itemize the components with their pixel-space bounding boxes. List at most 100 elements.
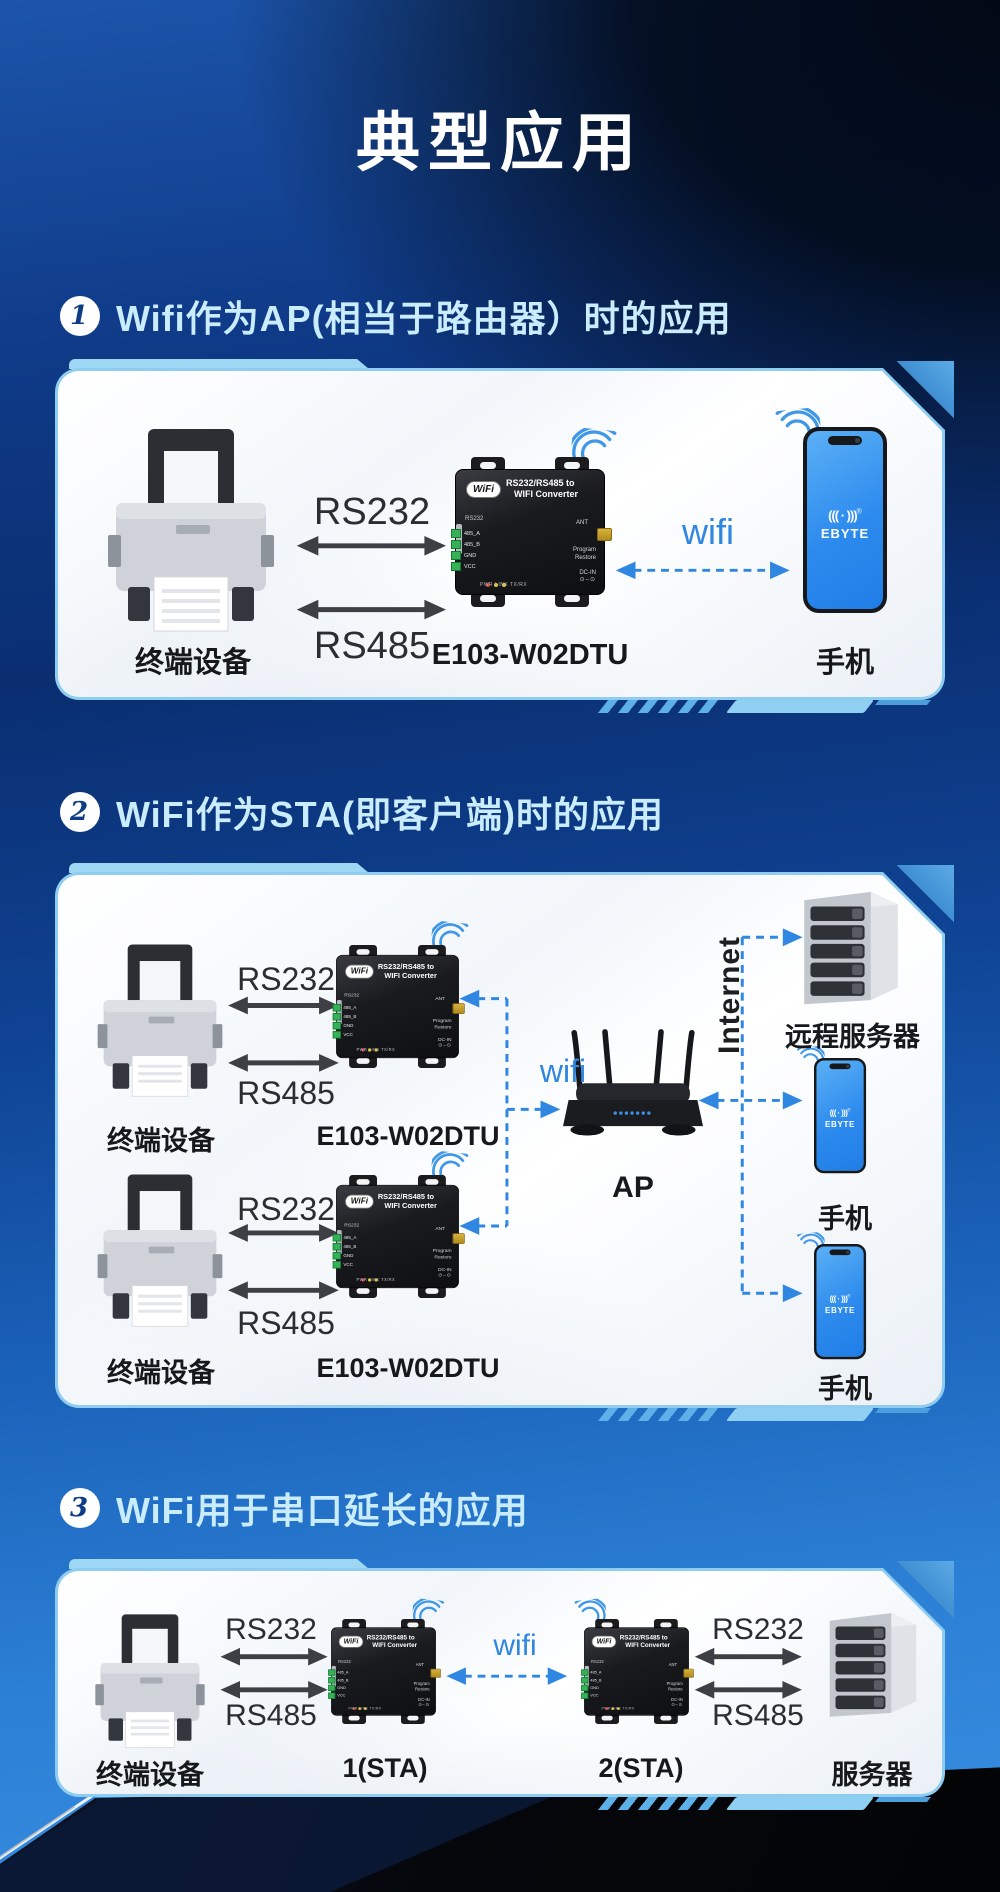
- phone-body: ((( · )))® EBYTE: [803, 427, 887, 613]
- card-border: WiFi RS232/RS485 to WIFI Converter RS232…: [55, 368, 945, 700]
- card-top-accent-band: [69, 359, 369, 369]
- remote-server-label: 远程服务器: [785, 1022, 920, 1052]
- pin-label: 485_A: [464, 530, 480, 537]
- rs485-label: RS485: [225, 1699, 317, 1732]
- device-title-line1: RS232/RS485 to: [506, 478, 575, 488]
- model-label: E103-W02DTU: [431, 639, 629, 671]
- printer-icon: [96, 1173, 224, 1327]
- rs232-double-arrow: [221, 1648, 328, 1666]
- card-bottom-trim: [597, 1796, 933, 1812]
- section-3-number: 3: [69, 1493, 89, 1523]
- db9-connector: [332, 1666, 336, 1687]
- ant-label: ANT: [576, 520, 588, 526]
- card-bottom-trim: [597, 699, 933, 715]
- terminal-device-label: 终端设备: [107, 1358, 215, 1388]
- terminal-device-label: 终端设备: [134, 647, 251, 679]
- server-tower-icon: [798, 887, 902, 1005]
- rs485-double-arrow: [228, 1281, 339, 1299]
- antenna-connector: [452, 1003, 464, 1014]
- db9-connector: [337, 1230, 342, 1255]
- wifi-logo: WiFi: [339, 1636, 364, 1648]
- wifi-label: wifi: [539, 1053, 587, 1089]
- smartphone: ((( · )))® EBYTE: [814, 1053, 866, 1175]
- antenna-connector: [430, 1669, 441, 1678]
- server-label: 服务器: [831, 1760, 913, 1790]
- ebyte-logo: ((( · )))® EBYTE: [825, 1293, 856, 1315]
- section-2-heading: 2 WiFi作为STA(即客户端)时的应用: [60, 786, 664, 838]
- wifi-logo: WiFi: [466, 481, 501, 498]
- rs232-double-arrow: [228, 997, 339, 1015]
- section-3-number-badge: 3: [60, 1488, 100, 1528]
- page-title: 典型应用: [356, 107, 644, 179]
- phone-notch: [828, 436, 862, 445]
- db9-connector: [456, 524, 462, 554]
- rs232-label: RS232: [313, 491, 431, 533]
- rs232-port-label: RS232: [344, 1223, 360, 1229]
- pin-label: GND: [464, 552, 477, 559]
- rs232-label: RS232: [237, 1191, 335, 1227]
- antenna-connector: [683, 1669, 694, 1678]
- terminal-block: 485_A 485_B GND VCC: [451, 528, 480, 572]
- phone-body: ((( · )))® EBYTE: [814, 1058, 866, 1173]
- printer-icon: [94, 1613, 206, 1748]
- sta2-label: 2(STA): [598, 1753, 684, 1783]
- dc-jack-glyph: ⊙–⊙: [579, 577, 596, 583]
- dc-in-label: DC-IN: [579, 570, 596, 576]
- ebyte-logo: ((( · )))® EBYTE: [825, 1107, 856, 1129]
- wifi-logo: WiFi: [345, 964, 374, 978]
- dc-in-jack: DC-IN ⊙–⊙: [579, 570, 596, 583]
- model-label: E103-W02DTU: [316, 1353, 500, 1383]
- device-title-line2: WIFI Converter: [514, 489, 579, 500]
- rs485-label: RS485: [237, 1075, 335, 1111]
- phone-label: 手机: [818, 1374, 872, 1404]
- smartphone: ((( · )))® EBYTE: [814, 1239, 866, 1361]
- rs232-port-label: RS232: [344, 993, 360, 999]
- server-tower-icon: [824, 1609, 920, 1717]
- terminal-device-label: 终端设备: [96, 1760, 204, 1790]
- program-label: Program: [572, 547, 596, 553]
- smartphone: ((( · )))® EBYTE: [803, 419, 887, 615]
- ebyte-logo: ((( · )))® EBYTE: [807, 507, 883, 541]
- terminal-block: 485_A 485_B GND VCC: [333, 1233, 357, 1269]
- rs485-double-arrow: [221, 1681, 328, 1699]
- ebyte-wifi-glyph: ((( · ))): [828, 507, 857, 523]
- rs232-port-label: RS232: [465, 516, 484, 522]
- antenna-connector: [452, 1233, 464, 1244]
- section-2-number-badge: 2: [60, 792, 100, 832]
- section-1-number: 1: [69, 301, 89, 331]
- antenna-connector: [597, 528, 612, 541]
- db9-connector: [585, 1666, 589, 1687]
- rs485-label: RS485: [313, 625, 431, 667]
- rs232-label: RS232: [712, 1613, 804, 1646]
- ap-label: AP: [612, 1171, 654, 1204]
- device-body: WiFi RS232/RS485 to WIFI Converter RS232…: [455, 469, 605, 595]
- wifi-logo: WiFi: [345, 1194, 374, 1208]
- rs485-label: RS485: [237, 1305, 335, 1341]
- led-labels: PWR LINK TX/RX: [480, 582, 528, 588]
- rs232-double-arrow: [297, 536, 446, 556]
- card-ap-application: WiFi RS232/RS485 to WIFI Converter RS232…: [55, 368, 954, 713]
- restore-label: Restore: [574, 555, 596, 562]
- db9-connector: [337, 1000, 342, 1025]
- card-bottom-trim: [597, 1407, 933, 1423]
- rs485-double-arrow: [228, 1054, 339, 1072]
- wifi-converter-device: WiFi RS232/RS485 to WIFI Converter RS232…: [455, 457, 605, 607]
- rs232-label: RS232: [225, 1613, 317, 1646]
- phone-label: 手机: [815, 647, 874, 679]
- ebyte-brand-label: EBYTE: [820, 525, 870, 541]
- section-3-title: WiFi用于串口延长的应用: [116, 1490, 529, 1531]
- card-body: WiFi RS232/RS485 to WIFI Converter RS232…: [58, 371, 942, 697]
- device-title: RS232/RS485 to WIFI Converter: [506, 478, 578, 501]
